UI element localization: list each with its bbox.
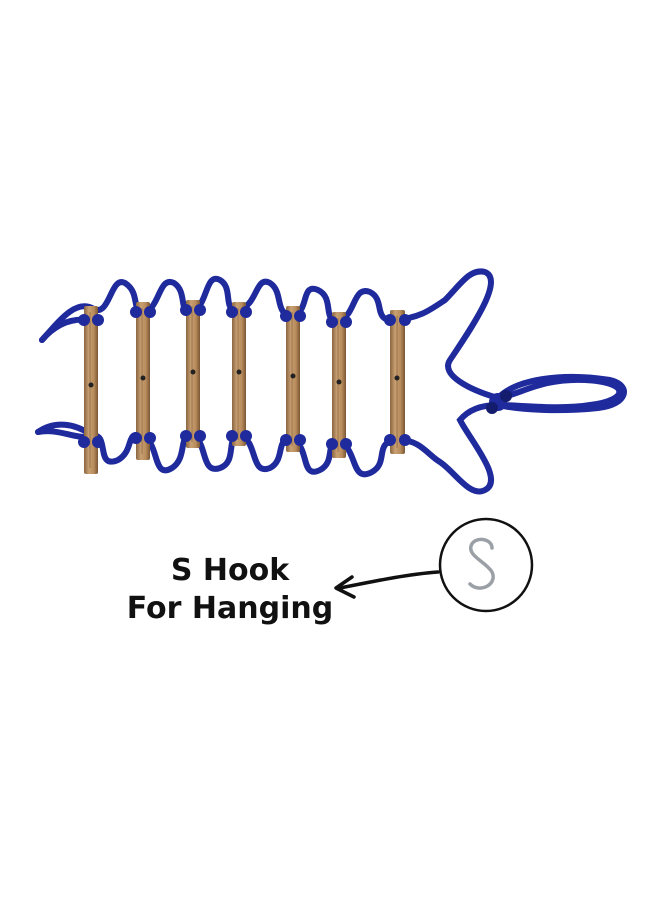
s-hook-icon xyxy=(468,537,495,590)
rope-knot xyxy=(486,390,512,414)
rung xyxy=(384,310,411,454)
rung xyxy=(130,302,156,460)
top-rope xyxy=(39,268,623,411)
caption-line-2: For Hanging xyxy=(126,591,334,626)
rope-loop xyxy=(495,373,627,414)
arrowhead xyxy=(334,575,356,599)
rung xyxy=(280,306,306,452)
arrow-left-icon xyxy=(338,570,440,590)
rung xyxy=(326,312,352,458)
s-hook-callout xyxy=(334,517,534,613)
rung xyxy=(180,300,206,448)
bottom-rope xyxy=(35,402,501,495)
caption-line-1: S Hook xyxy=(170,553,290,588)
rung xyxy=(78,306,104,474)
rung xyxy=(226,302,252,446)
rope-ladder xyxy=(35,268,627,495)
